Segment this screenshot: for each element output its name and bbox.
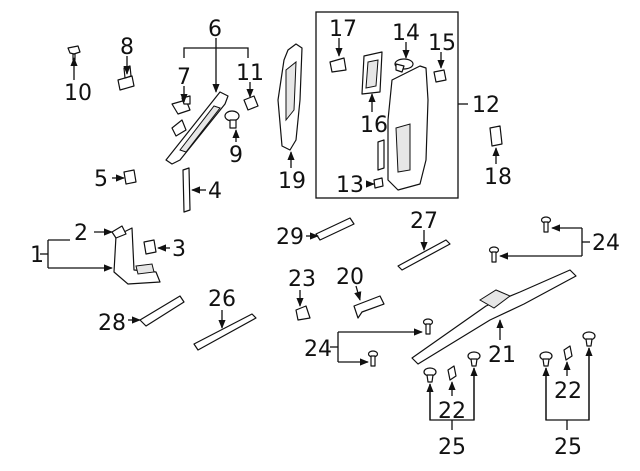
- part-12-pillar-trim: [387, 65, 429, 191]
- callout-3: 3: [172, 237, 186, 262]
- callout-19: 19: [278, 169, 306, 194]
- callout-4: 4: [208, 179, 222, 204]
- part-7-clip: [171, 95, 191, 115]
- part-1-lower-panel: [113, 227, 161, 285]
- callout-27: 27: [410, 209, 438, 234]
- part-2-clip: [111, 225, 127, 239]
- callout-13: 13: [336, 173, 364, 198]
- callout-1: 1: [30, 243, 44, 268]
- callout-15: 15: [428, 31, 456, 56]
- part-23-clip: [295, 305, 311, 321]
- callout-10: 10: [64, 81, 92, 106]
- callout-28: 28: [98, 311, 126, 336]
- part-29-sill-plate: [315, 217, 355, 241]
- callout-21: 21: [488, 343, 516, 368]
- part-3-clip: [143, 239, 157, 255]
- callout-6: 6: [208, 17, 222, 42]
- part-6-pillar-trim: [165, 91, 229, 165]
- callout-5: 5: [94, 167, 108, 192]
- part-22-clip: [447, 345, 573, 381]
- callout-9: 9: [229, 143, 243, 168]
- callout-11: 11: [236, 61, 264, 86]
- part-20-bracket: [353, 295, 385, 319]
- callout-2: 2: [74, 221, 88, 246]
- callout-24-right: 24: [592, 231, 620, 256]
- part-15-clip: [433, 69, 447, 83]
- part-27-scuff-strip: [397, 239, 451, 271]
- group-12-frame: [315, 11, 459, 199]
- part-18-clip: [489, 125, 503, 147]
- callout-22-right: 22: [554, 379, 582, 404]
- part-11-clip: [243, 95, 259, 111]
- callout-17: 17: [329, 17, 357, 42]
- callout-23: 23: [288, 267, 316, 292]
- part-19-upper-trim: [277, 43, 303, 151]
- callout-20: 20: [336, 265, 364, 290]
- callout-16: 16: [360, 113, 388, 138]
- part-13-clip: [373, 177, 384, 189]
- part-14-screw: [394, 58, 414, 73]
- callout-24-left: 24: [304, 337, 332, 362]
- part-small-strip: [377, 139, 385, 171]
- callout-22-left: 22: [438, 399, 466, 424]
- part-4-strip: [182, 167, 191, 213]
- part-17-clip: [329, 57, 347, 73]
- callout-8: 8: [120, 35, 134, 60]
- callout-12: 12: [472, 93, 500, 118]
- part-8-clip: [117, 65, 135, 91]
- part-5-clip: [123, 169, 137, 185]
- callout-26: 26: [208, 287, 236, 312]
- part-9-screw: [224, 110, 240, 129]
- callout-25-left: 25: [438, 435, 466, 460]
- callout-7: 7: [177, 65, 191, 90]
- part-28-sill-plate: [139, 295, 185, 327]
- callout-18: 18: [484, 165, 512, 190]
- callout-25-right: 25: [554, 435, 582, 460]
- part-16-strip: [361, 51, 383, 95]
- part-21-rocker-trim: [411, 269, 577, 365]
- part-24-screw: [367, 216, 552, 367]
- callout-14: 14: [392, 21, 420, 46]
- part-25-clip: [423, 331, 596, 383]
- part-10-pin: [67, 45, 81, 61]
- part-26-scuff-strip: [193, 313, 257, 351]
- callout-29: 29: [276, 225, 304, 250]
